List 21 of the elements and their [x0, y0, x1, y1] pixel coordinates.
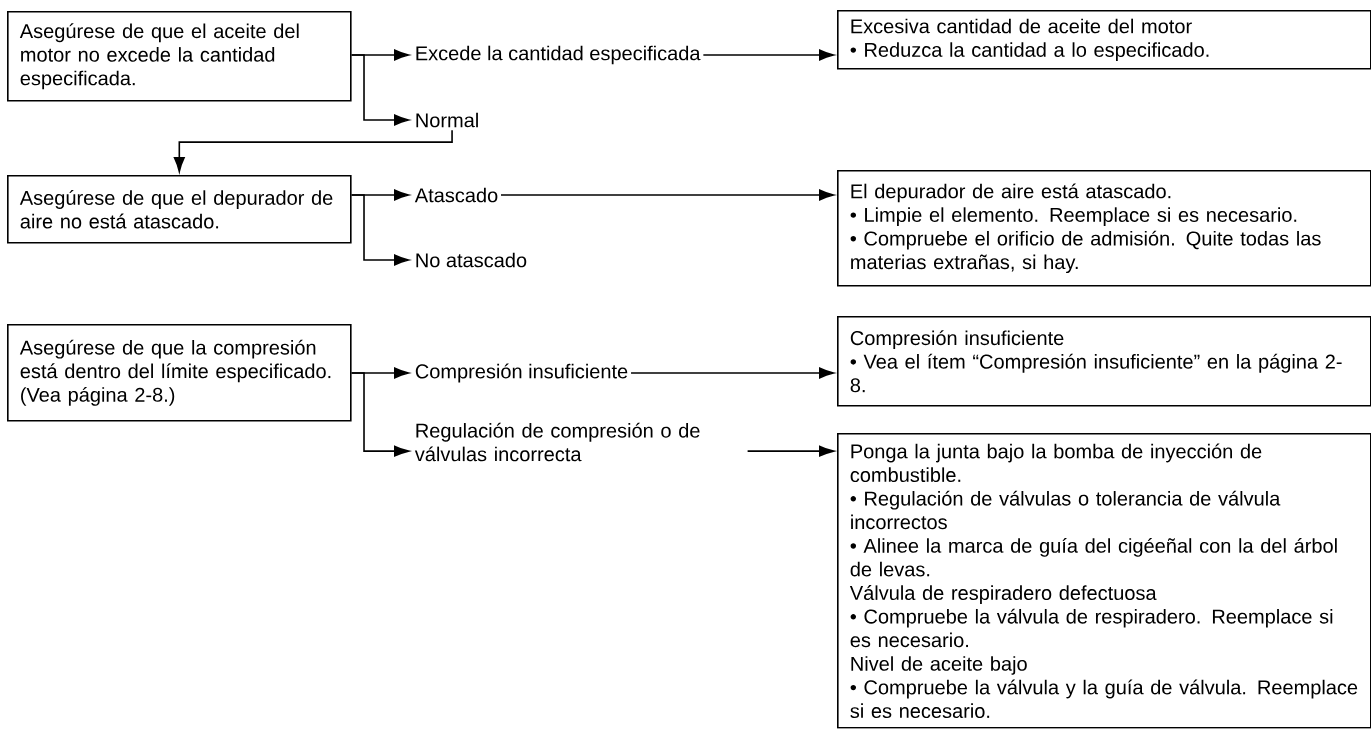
- arrow: [500, 189, 835, 201]
- arrow: [173, 129, 453, 173]
- text-box: Ponga la junta bajo la bomba de inyección de combustible. • Regulación de válvulas o tolerancia de válvula incorrectos • Alinee la marca de guía del cigéeñal con la del árbol de levas. Válvula de respiradero defectuosa • Compruebe la válvula de respiradero. Reemplace si es necesario. Nivel de aceite bajo • Compruebe la válvula y la guía de válvula. Reemplace si es necesario.: [837, 433, 1371, 729]
- branch-label: Compresión insuficiente: [415, 363, 628, 383]
- text-box: Compresión insuficiente • Vea el ítem “Compresión insuficiente” en la página 2-8.: [837, 316, 1371, 407]
- arrow: [746, 445, 835, 457]
- text-box: Asegúrese de que el aceite del motor no excede la cantidad especificada.: [7, 11, 352, 102]
- text-box: Asegúrese de que la compresión está dentro del límite especificado. (Vea página 2-8.): [7, 324, 352, 422]
- branch-label: Excede la cantidad especificada: [416, 45, 701, 65]
- arrow: [630, 367, 835, 379]
- arrow: [350, 194, 410, 266]
- branch-label: No atascado: [416, 252, 527, 268]
- arrow: [350, 372, 410, 457]
- arrow: [702, 49, 835, 61]
- text-box: Excesiva cantidad de aceite del motor • Reduzca la cantidad a lo especificado.: [837, 10, 1371, 70]
- text-box: El depurador de aire está atascado. • Limpie el elemento. Reemplace si es necesario. • Compruebe el orificio de admisión. Quite todas las materias extrañas, si hay.: [837, 170, 1371, 287]
- arrow: [350, 54, 410, 126]
- text-box: Asegúrese de que el depurador de aire no está atascado.: [7, 175, 352, 244]
- branch-label: Regulación de compresión o de válvulas incorrecta: [414, 422, 700, 462]
- branch-label: Atascado: [414, 187, 498, 203]
- branch-label: Normal: [416, 112, 478, 128]
